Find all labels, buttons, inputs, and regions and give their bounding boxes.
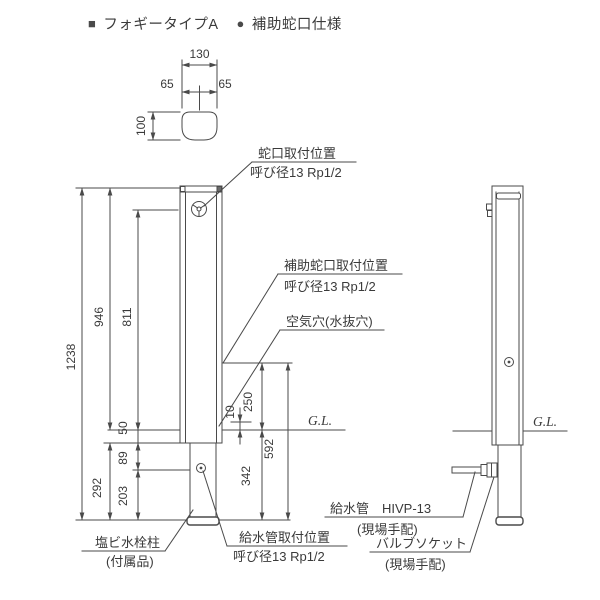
pvc-pipe-side <box>497 444 522 518</box>
dim-joint-to-inlet: 89 <box>116 451 130 465</box>
dimension-texts: 1238 946 811 50 89 292 203 10 250 342 59… <box>64 307 557 506</box>
dim-above-ground: 946 <box>92 307 106 327</box>
cap-bar-side <box>496 192 521 200</box>
type-label: フォギータイプA <box>103 17 219 33</box>
dim-half-right: 65 <box>218 77 232 91</box>
drawing-title: ■ フォギータイプA ● 補助蛇口仕様 <box>88 13 342 34</box>
dim-top-width: 130 <box>189 47 209 61</box>
faucet-size-label: 呼び径13 Rp1/2 <box>250 165 342 180</box>
pipe-end-cap-side <box>495 516 524 526</box>
pvc-pipe-front <box>189 442 217 518</box>
dim-half-left: 65 <box>160 77 174 91</box>
dim-aux-to-bottom: 592 <box>262 439 276 459</box>
dimension-lines <box>79 187 291 521</box>
faucet-spout-side <box>486 203 493 211</box>
dim-gl-to-joint: 50 <box>116 421 130 435</box>
gl-label-side: G.L. <box>533 414 557 429</box>
air-hole-label: 空気穴(水抜穴) <box>286 314 373 329</box>
supply-mount-position-label: 給水管取付位置 <box>239 530 330 545</box>
pvc-post-note-label: (付属品) <box>106 554 154 569</box>
valve-socket-note-label: (現場手配) <box>385 557 446 572</box>
supply-pipe-note-label: (現場手配) <box>357 522 418 537</box>
aux-faucet-size-label: 呼び径13 Rp1/2 <box>284 279 376 294</box>
post-cross-section <box>181 111 218 141</box>
dim-inlet-to-bottom: 203 <box>116 486 130 506</box>
aux-faucet-position-label: 補助蛇口取付位置 <box>284 258 388 273</box>
faucet-position-label: 蛇口取付位置 <box>258 146 336 161</box>
dim-air-hole-height: 10 <box>223 405 237 419</box>
supply-pipe-label: 給水管 HIVP-13 <box>330 501 431 516</box>
post-body-front <box>179 185 223 444</box>
dim-total: 1238 <box>64 343 78 370</box>
dim-buried-pipe: 292 <box>90 478 104 498</box>
callout-texts: 蛇口取付位置 呼び径13 Rp1/2 補助蛇口取付位置 呼び径13 Rp1/2 … <box>95 146 467 572</box>
top-view: 130 65 65 100 <box>134 47 232 141</box>
pipe-end-cap-front <box>186 516 220 526</box>
dim-gl-to-bottom: 342 <box>239 466 253 486</box>
dim-top-depth: 100 <box>134 116 148 136</box>
pipe-collar <box>480 464 488 476</box>
gl-label-front: G.L. <box>308 413 332 428</box>
pvc-post-label: 塩ビ水栓柱 <box>95 535 160 550</box>
supply-mount-size-label: 呼び径13 Rp1/2 <box>233 549 325 564</box>
spec-label: 補助蛇口仕様 <box>251 17 342 33</box>
dim-faucet-height: 811 <box>120 307 134 326</box>
circle-marker-icon: ● <box>236 16 245 31</box>
square-marker-icon: ■ <box>88 16 97 31</box>
cap-screw-left <box>180 186 186 192</box>
valve-socket-label: バルブソケット <box>376 536 467 551</box>
front-view-post <box>179 185 223 526</box>
callout-leaders <box>81 161 495 553</box>
side-view-post <box>451 185 524 526</box>
post-body-side <box>491 185 524 446</box>
dim-aux-faucet-height: 250 <box>241 392 255 412</box>
